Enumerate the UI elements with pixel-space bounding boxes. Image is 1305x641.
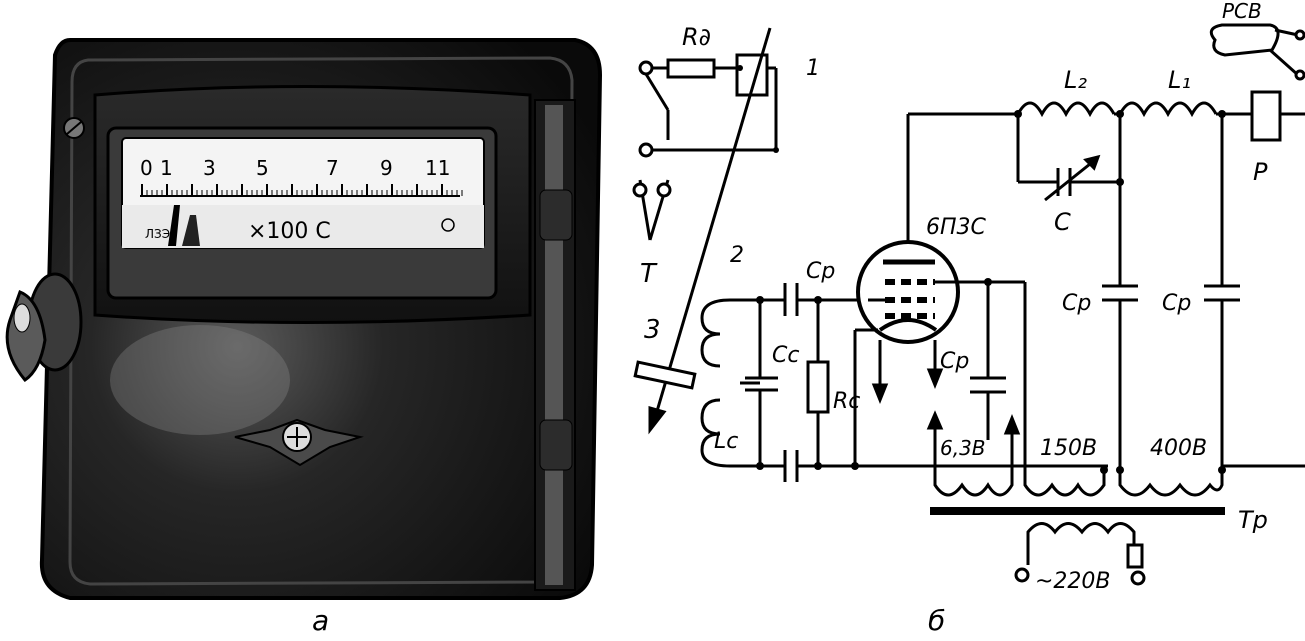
junction-dots: [737, 65, 1226, 474]
scale-number-11: 11: [425, 156, 450, 180]
label-400v: 400В: [1150, 436, 1207, 461]
label-cp-mid: Cp: [1062, 291, 1091, 316]
label-rc: Rc: [833, 389, 860, 414]
scale-ticks: [141, 184, 463, 196]
meter-hinge: [534, 99, 576, 591]
meter-multiplier: ×100 С: [248, 219, 331, 244]
meter-lower-plate: [122, 205, 484, 248]
element-3: [633, 360, 697, 390]
meter-pointer: [168, 205, 180, 246]
fuse: [1126, 543, 1144, 569]
label-6v3: 6,3В: [940, 436, 986, 460]
label-l2: L₂: [1064, 66, 1087, 94]
arrow-2: [653, 27, 772, 419]
secondary-150v: [1023, 470, 1106, 497]
label-1: 1: [806, 56, 820, 81]
meter-pointer-shadow: [182, 215, 200, 246]
inductor-lc: [700, 298, 731, 468]
leather-highlight: [110, 325, 290, 435]
label-150v: 150В: [1040, 436, 1097, 461]
schematic: [632, 23, 1305, 586]
label-rd: R∂: [682, 23, 711, 51]
relay-rsv: [1209, 23, 1280, 57]
label-cp-right: Cp: [1162, 291, 1191, 316]
secondary-400v: [1118, 470, 1224, 497]
tube-6p3s: [856, 240, 960, 344]
secondary-6v3: [933, 470, 1014, 497]
label-t: Т: [640, 259, 658, 289]
label-cp-input: Cp: [806, 259, 835, 284]
lock-key-icon: [5, 272, 83, 382]
inductor-l2: [1016, 101, 1116, 118]
meter-small-print: ЛЗЭ: [145, 227, 170, 241]
sensor-coil-1: [735, 53, 769, 97]
screw-slot: [66, 121, 82, 135]
scale-number-7: 7: [326, 156, 339, 180]
scale-number-9: 9: [380, 156, 393, 180]
label-220v: ~220В: [1035, 569, 1111, 594]
label-rsv: РСВ: [1222, 0, 1262, 23]
primary-220v: [1026, 522, 1136, 545]
panel-a-label: а: [312, 604, 329, 637]
relay-p: [1250, 90, 1282, 142]
scale-number-1: 1: [160, 156, 173, 180]
scale-numbers: 0 1 3 5 7 9 11: [140, 156, 450, 180]
label-l1: L₁: [1168, 66, 1191, 94]
label-2: 2: [730, 243, 744, 268]
panel-b-label: б: [928, 604, 945, 637]
label-lc: Lc: [714, 429, 738, 454]
label-p: Р: [1253, 158, 1268, 186]
resistor-rd: [666, 58, 716, 79]
resistor-rc: [806, 360, 830, 414]
label-cp-cathode: Cp: [940, 349, 969, 374]
label-c-var: С: [1054, 208, 1071, 236]
schematic-labels: R∂ 1 2 3 Т L₂ L₁ РСВ Р 6П3С С Cp Cc Rc L…: [640, 0, 1268, 594]
meter-device: 0 1 3 5 7 9 11 ×100 С ЛЗЭ: [5, 38, 603, 600]
inductor-l1: [1118, 101, 1218, 118]
scale-number-5: 5: [256, 156, 269, 180]
emblem-icon: [234, 418, 364, 467]
label-tube: 6П3С: [926, 215, 987, 240]
label-tr: Тр: [1238, 506, 1268, 534]
label-cc: Cc: [772, 343, 799, 368]
scale-number-3: 3: [203, 156, 216, 180]
scale-number-0: 0: [140, 156, 153, 180]
label-3: 3: [644, 315, 661, 345]
meter-symbol: [441, 218, 455, 232]
